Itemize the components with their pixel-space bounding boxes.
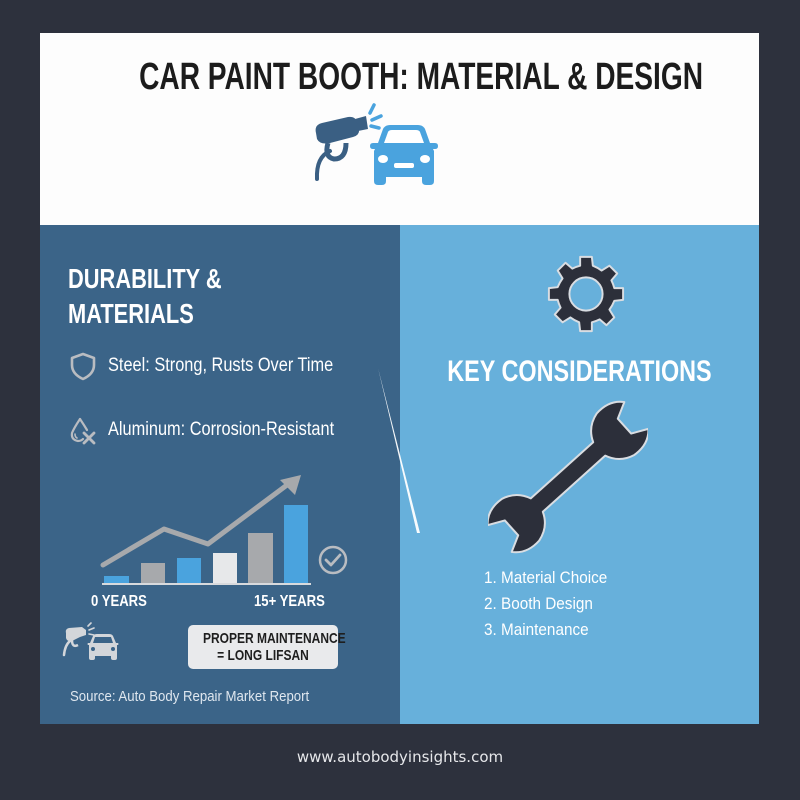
- trend-arrow: [100, 482, 290, 568]
- maintenance-badge-line1: PROPER MAINTENANCE: [203, 630, 346, 647]
- section-title-line2: MATERIALS: [68, 298, 194, 329]
- chart-bar: [141, 563, 165, 583]
- section-title-line1: DURABILITY &: [68, 263, 222, 294]
- chart-bar: [213, 553, 237, 583]
- material-label: Steel: Strong, Rusts Over Time: [108, 355, 334, 376]
- spray-gun-and-car-icon: [314, 103, 438, 185]
- chart-end-label: 15+ YEARS: [254, 593, 325, 610]
- list-item: 2. Booth Design: [484, 594, 593, 613]
- durability-bar-chart: [100, 475, 348, 585]
- durability-materials-panel: DURABILITY & MATERIALS Steel: Strong, Ru…: [40, 225, 400, 724]
- infographic-card: CAR PAINT BOOTH: MATERIAL & DESIGN: [40, 33, 759, 724]
- maintenance-badge-line2: = LONG LIFSAN: [217, 647, 309, 664]
- chart-start-label: 0 YEARS: [91, 593, 147, 610]
- shield-icon: [70, 352, 96, 381]
- wrench-icon: [488, 400, 648, 554]
- key-considerations-panel: KEY CONSIDERATIONS 1. Material Choice 2.…: [400, 225, 759, 724]
- material-item-aluminum: Aluminum: Corrosion-Resistant: [68, 415, 371, 445]
- list-item: 3. Maintenance: [484, 620, 589, 639]
- page-title: CAR PAINT BOOTH: MATERIAL & DESIGN: [40, 57, 759, 97]
- key-considerations-title: KEY CONSIDERATIONS: [447, 355, 712, 388]
- header: CAR PAINT BOOTH: MATERIAL & DESIGN: [40, 33, 759, 225]
- gear-icon: [547, 255, 625, 333]
- maintenance-badge: PROPER MAINTENANCE = LONG LIFSAN: [188, 625, 346, 669]
- material-label: Aluminum: Corrosion-Resistant: [108, 419, 335, 440]
- chart-bar: [177, 558, 201, 583]
- chart-bar: [284, 505, 308, 583]
- chart-bar: [248, 533, 273, 583]
- list-item: 1. Material Choice: [484, 568, 608, 587]
- check-circle-icon: [318, 545, 348, 575]
- material-item-steel: Steel: Strong, Rusts Over Time: [68, 351, 370, 381]
- page-title-text: CAR PAINT BOOTH: MATERIAL & DESIGN: [139, 56, 704, 98]
- water-drop-x-icon: [70, 417, 96, 445]
- divider-slash: [378, 368, 420, 533]
- spray-gun-car-small-icon: [62, 622, 119, 660]
- section-title-durability: DURABILITY & MATERIALS: [68, 261, 265, 331]
- considerations-list: 1. Material Choice 2. Booth Design 3. Ma…: [484, 565, 621, 643]
- footer-url[interactable]: www.autobodyinsights.com: [296, 748, 504, 766]
- source-citation: Source: Auto Body Repair Market Report: [70, 688, 310, 705]
- chart-bar: [104, 576, 129, 583]
